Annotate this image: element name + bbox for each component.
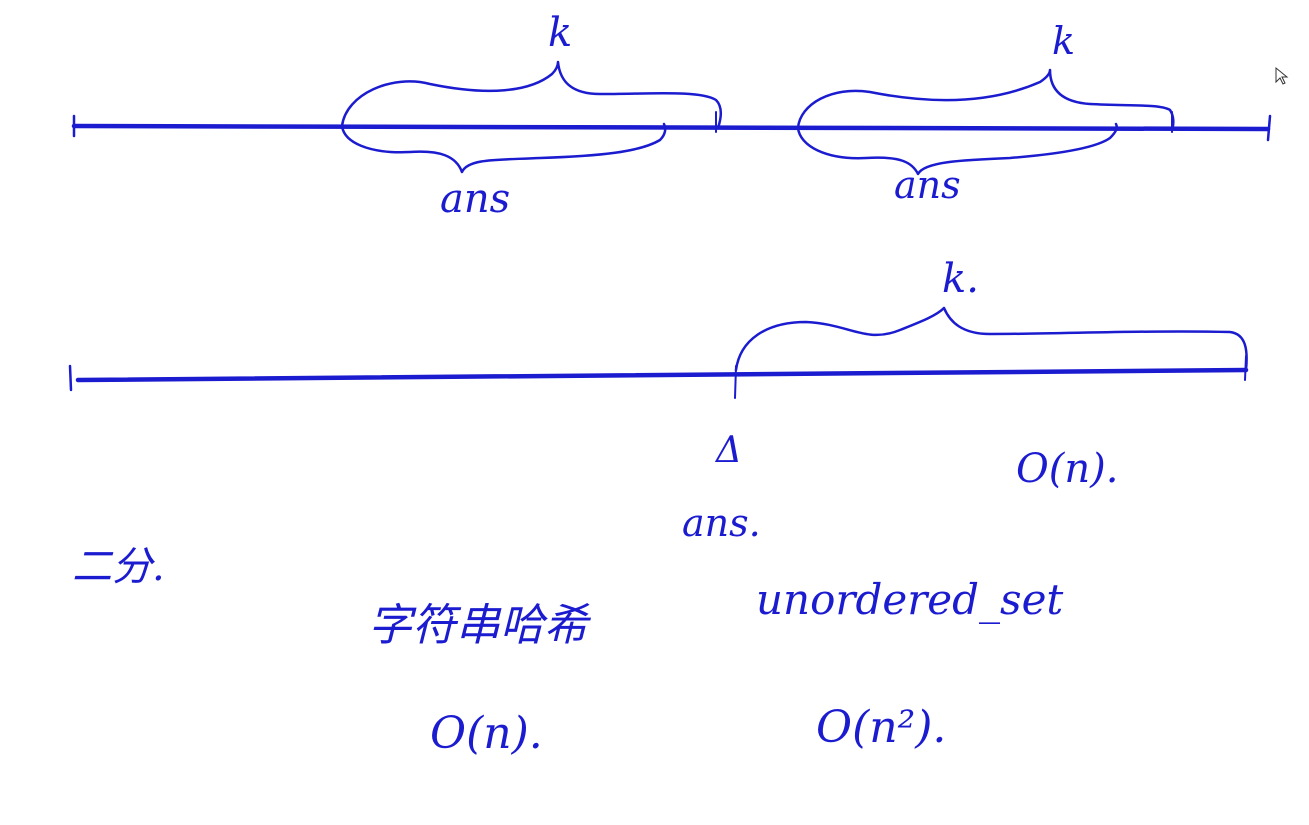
note-container: unordered_set <box>756 575 1063 624</box>
notes: 二分. 字符串哈希 O(n). unordered_set O(n²). <box>72 544 1063 759</box>
under-label-ans-left: ans <box>440 176 510 222</box>
diagram-1: k k ans ans <box>71 10 1272 222</box>
segment-endcap-right-1 <box>1266 114 1272 142</box>
brace-label-k-left: k <box>548 10 572 56</box>
segment-line-2 <box>75 367 1249 383</box>
brace-k-single <box>734 306 1248 372</box>
pointer-label-ans: ans. <box>682 501 761 545</box>
pointer-mark: Δ <box>714 430 742 471</box>
brace-ans-left <box>340 122 667 174</box>
note-binary-search: 二分. <box>72 544 165 590</box>
note-string-hash: 字符串哈希 <box>368 600 592 651</box>
cursor-arrow-icon <box>1275 66 1289 85</box>
note-string-hash-complexity: O(n). <box>430 708 543 759</box>
under-label-ans-right: ans <box>894 163 961 207</box>
complexity-linear: O(n). <box>1016 446 1118 492</box>
brace-k-right <box>796 68 1175 132</box>
diagram-2: k. Δ ans. O(n). <box>68 256 1249 545</box>
brace-ans-right <box>796 122 1118 176</box>
note-container-complexity: O(n²). <box>816 702 946 753</box>
brace-k-left <box>340 60 722 130</box>
segment-endcap-left-2 <box>68 364 73 392</box>
window-start-tick <box>734 365 737 399</box>
brace-label-k-right: k <box>1052 19 1075 63</box>
brace-label-k-single: k. <box>942 256 979 302</box>
segment-line-1 <box>71 123 1271 132</box>
